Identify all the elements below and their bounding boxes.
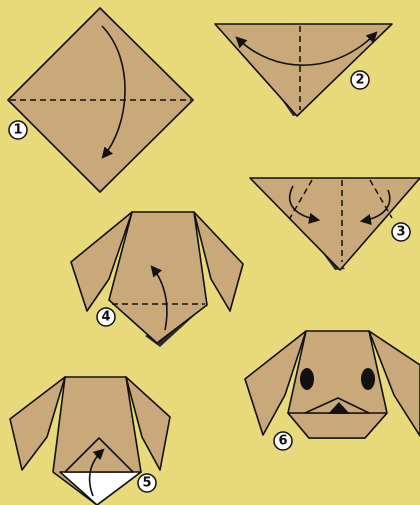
step-6-left-eye	[300, 368, 314, 390]
step-5-white-tip	[60, 472, 141, 505]
step-6-number: 6	[278, 434, 287, 449]
step-6-right-eye	[361, 368, 375, 390]
step-3-paper-triangle	[250, 178, 420, 270]
step-1-number: 1	[13, 123, 22, 138]
step-2-paper-triangle	[215, 24, 392, 116]
step-2: 2	[215, 24, 392, 116]
step-3: 3	[250, 178, 420, 270]
step-2-number: 2	[355, 73, 364, 88]
step-6: 6	[245, 331, 420, 450]
step-6-snout-fold	[288, 413, 387, 438]
step-4-number: 4	[101, 310, 110, 325]
step-3-number: 3	[396, 225, 405, 240]
step-1: 1	[8, 8, 193, 192]
step-5-number: 5	[142, 476, 151, 491]
step-4: 4	[71, 212, 243, 347]
step-5: 5	[10, 377, 170, 505]
